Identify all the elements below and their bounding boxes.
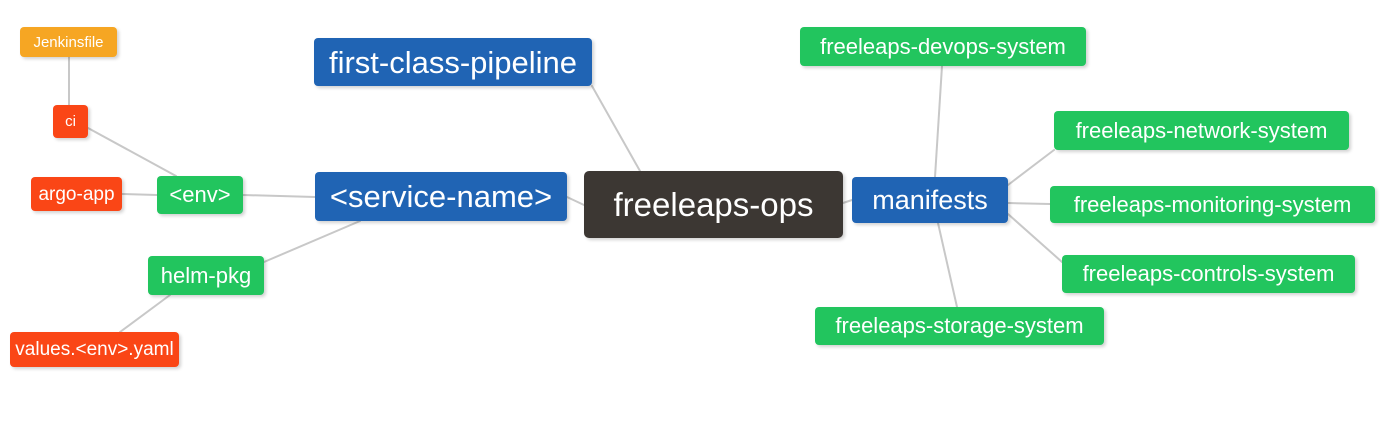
edge-root-to-service [566, 196, 585, 206]
edge-env-to-argo [121, 193, 158, 196]
node-argo[interactable]: argo-app [31, 177, 122, 211]
node-ci[interactable]: ci [53, 105, 88, 138]
edge-helm-to-values [119, 294, 171, 333]
node-storage[interactable]: freeleaps-storage-system [815, 307, 1104, 345]
node-pipeline[interactable]: first-class-pipeline [314, 38, 592, 86]
edge-manifests-to-controls [1007, 213, 1063, 263]
edge-env-to-ci [87, 127, 177, 177]
edge-manifests-to-network [1007, 149, 1055, 186]
node-jenkins[interactable]: Jenkinsfile [20, 27, 117, 57]
node-helm[interactable]: helm-pkg [148, 256, 264, 295]
edge-service-to-env [242, 194, 316, 198]
node-values[interactable]: values.<env>.yaml [10, 332, 179, 367]
edge-root-to-manifests [842, 199, 853, 204]
node-env[interactable]: <env> [157, 176, 243, 214]
edge-manifests-to-storage [937, 222, 958, 308]
edge-manifests-to-devops [934, 65, 943, 178]
node-manifests[interactable]: manifests [852, 177, 1008, 223]
edge-root-to-pipeline [591, 85, 641, 172]
edge-service-to-helm [263, 220, 361, 263]
node-service[interactable]: <service-name> [315, 172, 567, 221]
node-controls[interactable]: freeleaps-controls-system [1062, 255, 1355, 293]
node-root[interactable]: freeleaps-ops [584, 171, 843, 238]
node-devops[interactable]: freeleaps-devops-system [800, 27, 1086, 66]
edge-manifests-to-monitoring [1007, 202, 1051, 205]
node-monitoring[interactable]: freeleaps-monitoring-system [1050, 186, 1375, 223]
node-network[interactable]: freeleaps-network-system [1054, 111, 1349, 150]
